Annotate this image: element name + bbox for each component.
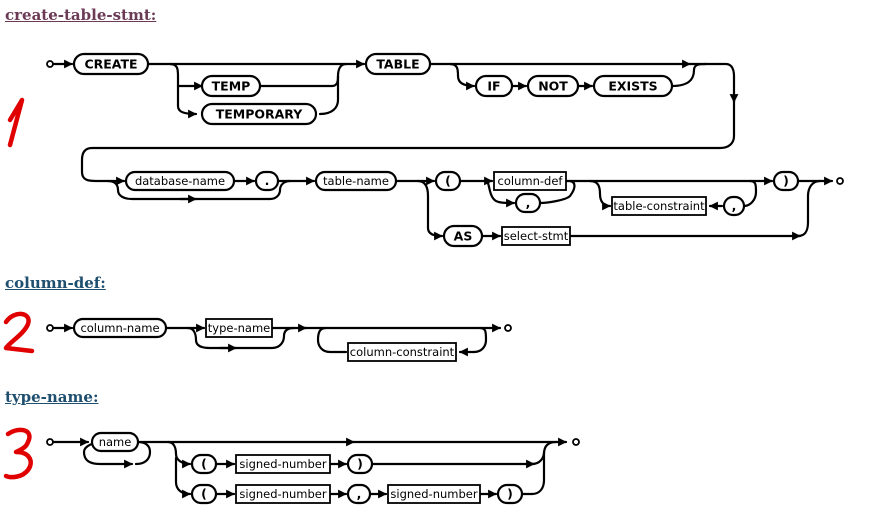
table-name-node[interactable] xyxy=(314,170,398,192)
close-paren-label: ) xyxy=(783,173,789,188)
database-name-node[interactable] xyxy=(124,170,236,192)
heading-column-def[interactable]: column-def: xyxy=(5,274,106,292)
name-node[interactable] xyxy=(90,431,140,453)
signed-number-node-1[interactable] xyxy=(235,454,331,474)
close-paren-1[interactable] xyxy=(346,453,374,475)
temp-keyword-label: TEMP xyxy=(212,79,251,94)
column-def-label: column-def xyxy=(498,174,564,188)
create-keyword[interactable] xyxy=(72,52,150,76)
type-name-label: type-name xyxy=(208,321,270,335)
table-name-label: table-name xyxy=(323,174,389,188)
not-keyword-label: NOT xyxy=(538,79,568,94)
annotation-mark-2 xyxy=(3,311,35,354)
comma-node[interactable] xyxy=(346,483,372,505)
close-paren-1-label: ) xyxy=(357,456,363,471)
name-label: name xyxy=(99,435,132,449)
if-keyword-label: IF xyxy=(487,79,500,94)
create-keyword-label: CREATE xyxy=(84,57,137,72)
type-name-diagram: name ( signed-number ) ( signed-number ,… xyxy=(46,431,580,505)
table-constraint-label: table-constraint xyxy=(613,199,705,213)
open-paren-1-label: ( xyxy=(201,456,207,471)
signed-number-node-2[interactable] xyxy=(235,484,331,504)
table-keyword[interactable] xyxy=(364,52,432,76)
column-def-node[interactable] xyxy=(493,171,567,191)
annotation-mark-1 xyxy=(7,97,25,148)
column-constraint-node[interactable] xyxy=(347,342,457,362)
temporary-keyword-label: TEMPORARY xyxy=(216,107,304,122)
constraint-comma-label: , xyxy=(732,198,737,213)
signed-number-label-2: signed-number xyxy=(239,487,326,501)
column-comma-label: , xyxy=(526,195,531,210)
end-point xyxy=(836,177,844,185)
close-paren-2[interactable] xyxy=(496,483,524,505)
table-keyword-label: TABLE xyxy=(376,57,419,72)
dot-separator-label: . xyxy=(265,173,270,188)
column-name-node[interactable] xyxy=(72,317,168,339)
as-keyword[interactable] xyxy=(442,224,484,248)
column-name-label: column-name xyxy=(80,321,159,335)
exists-keyword-label: EXISTS xyxy=(608,79,657,94)
comma-node-label: , xyxy=(357,486,362,501)
signed-number-node-3[interactable] xyxy=(387,484,481,504)
exists-keyword[interactable] xyxy=(592,74,674,98)
signed-number-label-1: signed-number xyxy=(239,457,326,471)
end-point xyxy=(504,324,512,332)
close-paren[interactable] xyxy=(772,170,800,192)
open-paren[interactable] xyxy=(434,170,462,192)
database-name-label: database-name xyxy=(135,174,225,188)
type-name-node[interactable] xyxy=(205,318,273,338)
table-constraint-node[interactable] xyxy=(611,196,707,216)
temporary-keyword[interactable] xyxy=(200,102,318,126)
dot-separator[interactable] xyxy=(254,170,280,192)
heading-type-name[interactable]: type-name: xyxy=(5,388,99,406)
close-paren-2-label: ) xyxy=(507,486,513,501)
open-paren-2[interactable] xyxy=(190,483,218,505)
column-constraint-label: column-constraint xyxy=(350,345,455,359)
annotation-marks xyxy=(3,97,35,480)
temp-keyword[interactable] xyxy=(200,74,262,98)
signed-number-label-3: signed-number xyxy=(390,487,477,501)
open-paren-label: ( xyxy=(445,173,451,188)
constraint-comma[interactable] xyxy=(722,195,746,217)
as-keyword-label: AS xyxy=(454,229,473,244)
open-paren-2-label: ( xyxy=(201,486,207,501)
annotation-mark-3 xyxy=(3,427,33,480)
end-point xyxy=(572,438,580,446)
select-stmt-node[interactable] xyxy=(501,226,571,246)
column-comma[interactable] xyxy=(514,192,542,214)
open-paren-1[interactable] xyxy=(190,453,218,475)
select-stmt-label: select-stmt xyxy=(504,229,569,243)
create-table-stmt-diagram: CREATE TEMP TEMPORARY TABLE IF NOT EXIST… xyxy=(46,52,844,248)
column-def-diagram: column-name type-name column-constraint xyxy=(46,317,512,362)
heading-create-table-stmt[interactable]: create-table-stmt: xyxy=(5,6,157,24)
if-keyword[interactable] xyxy=(474,74,514,98)
not-keyword[interactable] xyxy=(526,74,580,98)
